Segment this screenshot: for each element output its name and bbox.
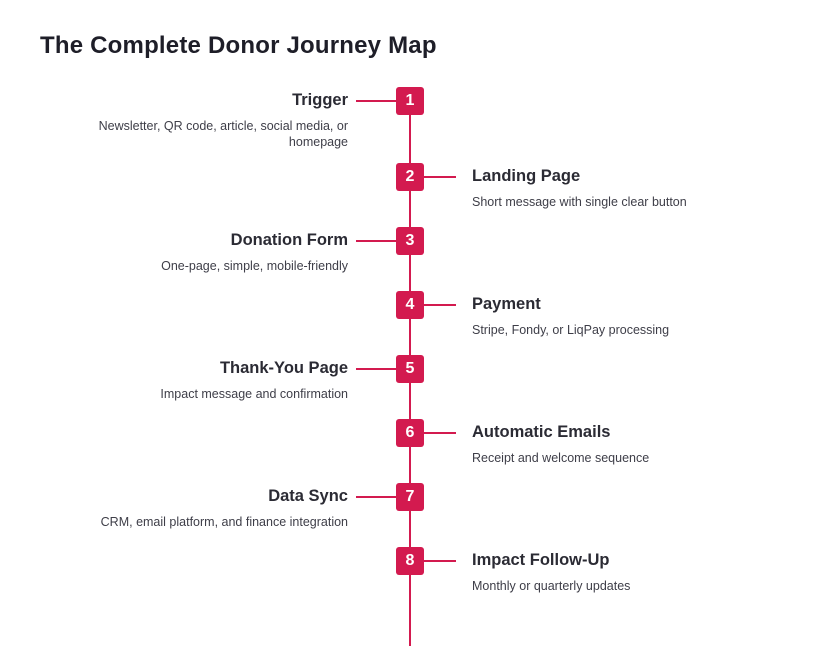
step-text-block: Thank-You Page Impact message and confir… bbox=[40, 358, 348, 402]
step-text-block: Donation Form One-page, simple, mobile-f… bbox=[40, 230, 348, 274]
step-title: Payment bbox=[472, 295, 541, 313]
step-text-block: Impact Follow-Up Monthly or quarterly up… bbox=[472, 550, 792, 594]
step-description: Impact message and confirmation bbox=[160, 387, 348, 401]
step-title: Data Sync bbox=[268, 487, 348, 505]
connector-line bbox=[356, 100, 396, 102]
step-number-box: 6 bbox=[396, 419, 424, 447]
connector-line bbox=[424, 176, 456, 178]
step-title: Thank-You Page bbox=[219, 359, 348, 377]
step-number-box: 7 bbox=[396, 483, 424, 511]
step-title: Impact Follow-Up bbox=[472, 551, 610, 569]
step-text-block: Automatic Emails Receipt and welcome seq… bbox=[472, 422, 792, 466]
step-text-block: Payment Stripe, Fondy, or LiqPay process… bbox=[472, 294, 792, 338]
step-text-block: Trigger Newsletter, QR code, article, so… bbox=[40, 90, 348, 150]
step-description: Monthly or quarterly updates bbox=[472, 579, 631, 593]
step-number-box: 4 bbox=[396, 291, 424, 319]
step-description: Newsletter, QR code, article, social med… bbox=[98, 119, 348, 149]
connector-line bbox=[424, 432, 456, 434]
step-number-box: 3 bbox=[396, 227, 424, 255]
connector-line bbox=[356, 240, 396, 242]
connector-line bbox=[356, 368, 396, 370]
step-description: CRM, email platform, and finance integra… bbox=[100, 515, 348, 529]
step-title: Automatic Emails bbox=[472, 423, 611, 441]
step-number-box: 2 bbox=[396, 163, 424, 191]
step-description: Short message with single clear button bbox=[472, 195, 687, 209]
connector-line bbox=[424, 560, 456, 562]
connector-line bbox=[356, 496, 396, 498]
page-title: The Complete Donor Journey Map bbox=[40, 32, 437, 59]
step-description: Receipt and welcome sequence bbox=[472, 451, 650, 465]
step-number-box: 1 bbox=[396, 87, 424, 115]
connector-line bbox=[424, 304, 456, 306]
step-description: Stripe, Fondy, or LiqPay processing bbox=[472, 323, 670, 337]
step-description: One-page, simple, mobile-friendly bbox=[161, 259, 348, 273]
step-title: Landing Page bbox=[472, 167, 581, 185]
step-number-box: 5 bbox=[396, 355, 424, 383]
step-number-box: 8 bbox=[396, 547, 424, 575]
step-text-block: Landing Page Short message with single c… bbox=[472, 166, 792, 210]
step-text-block: Data Sync CRM, email platform, and finan… bbox=[40, 486, 348, 530]
step-title: Trigger bbox=[292, 91, 348, 109]
step-title: Donation Form bbox=[230, 231, 348, 249]
